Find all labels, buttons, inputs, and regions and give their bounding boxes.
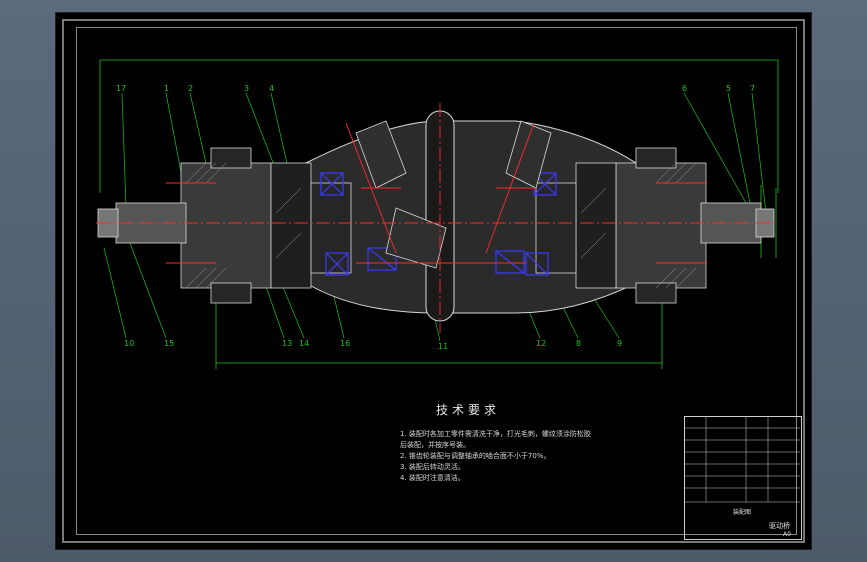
sheet-inner-frame bbox=[76, 27, 797, 535]
callout-17: 17 bbox=[116, 84, 126, 93]
note-item: 2. 锥齿轮装配与调整轴承的啮合面不小于70%。 bbox=[400, 452, 551, 460]
note-item: 4. 装配时注意清洁。 bbox=[400, 474, 465, 482]
title-block-sheet-size: A0 bbox=[783, 531, 791, 538]
callout-labels: 17 1 2 3 4 6 5 7 10 15 13 14 16 11 12 8 … bbox=[116, 84, 755, 351]
title-block-grid bbox=[684, 416, 800, 503]
centerlines bbox=[96, 103, 776, 333]
callout-4: 4 bbox=[269, 84, 274, 93]
sheet-outer-frame bbox=[62, 19, 805, 543]
title-block: 装配图 驱动桥 A0 bbox=[684, 416, 802, 540]
callout-11: 11 bbox=[438, 342, 448, 351]
callout-9: 9 bbox=[617, 339, 622, 348]
callout-15: 15 bbox=[164, 339, 174, 348]
callout-8: 8 bbox=[576, 339, 581, 348]
right-hub-assembly bbox=[535, 147, 775, 304]
title-block-drawing-name: 装配图 bbox=[733, 509, 752, 516]
callout-5: 5 bbox=[726, 84, 731, 93]
callout-7: 7 bbox=[750, 84, 755, 93]
callout-16: 16 bbox=[340, 339, 350, 348]
bearings bbox=[320, 172, 557, 276]
callout-13: 13 bbox=[282, 339, 292, 348]
callout-10: 10 bbox=[124, 339, 134, 348]
note-item: 后装配，并按序号装。 bbox=[400, 441, 470, 449]
technical-requirements-notes: 1. 装配时各加工零件需清洗干净，打光毛刺，螺纹须涂防松胶 后装配，并按序号装。… bbox=[400, 429, 591, 484]
callout-1: 1 bbox=[164, 84, 169, 93]
callout-14: 14 bbox=[299, 339, 309, 348]
left-hub-hatching bbox=[185, 162, 302, 289]
drawing-sheet: 17 1 2 3 4 6 5 7 10 15 13 14 16 11 12 8 … bbox=[56, 13, 811, 549]
technical-requirements-title: 技术要求 bbox=[436, 403, 501, 417]
assembly-drawing: 17 1 2 3 4 6 5 7 10 15 13 14 16 11 12 8 … bbox=[96, 59, 800, 503]
note-item: 3. 装配后转动灵活。 bbox=[400, 463, 465, 471]
title-block-part-name: 驱动桥 bbox=[769, 522, 790, 530]
callout-3: 3 bbox=[244, 84, 249, 93]
right-hub-hatching bbox=[580, 162, 697, 289]
note-item: 1. 装配时各加工零件需清洗干净，打光毛刺，螺纹须涂防松胶 bbox=[400, 430, 591, 438]
callout-6: 6 bbox=[682, 84, 687, 93]
overall-dimension-line bbox=[99, 59, 779, 369]
callout-12: 12 bbox=[536, 339, 546, 348]
callout-2: 2 bbox=[188, 84, 193, 93]
